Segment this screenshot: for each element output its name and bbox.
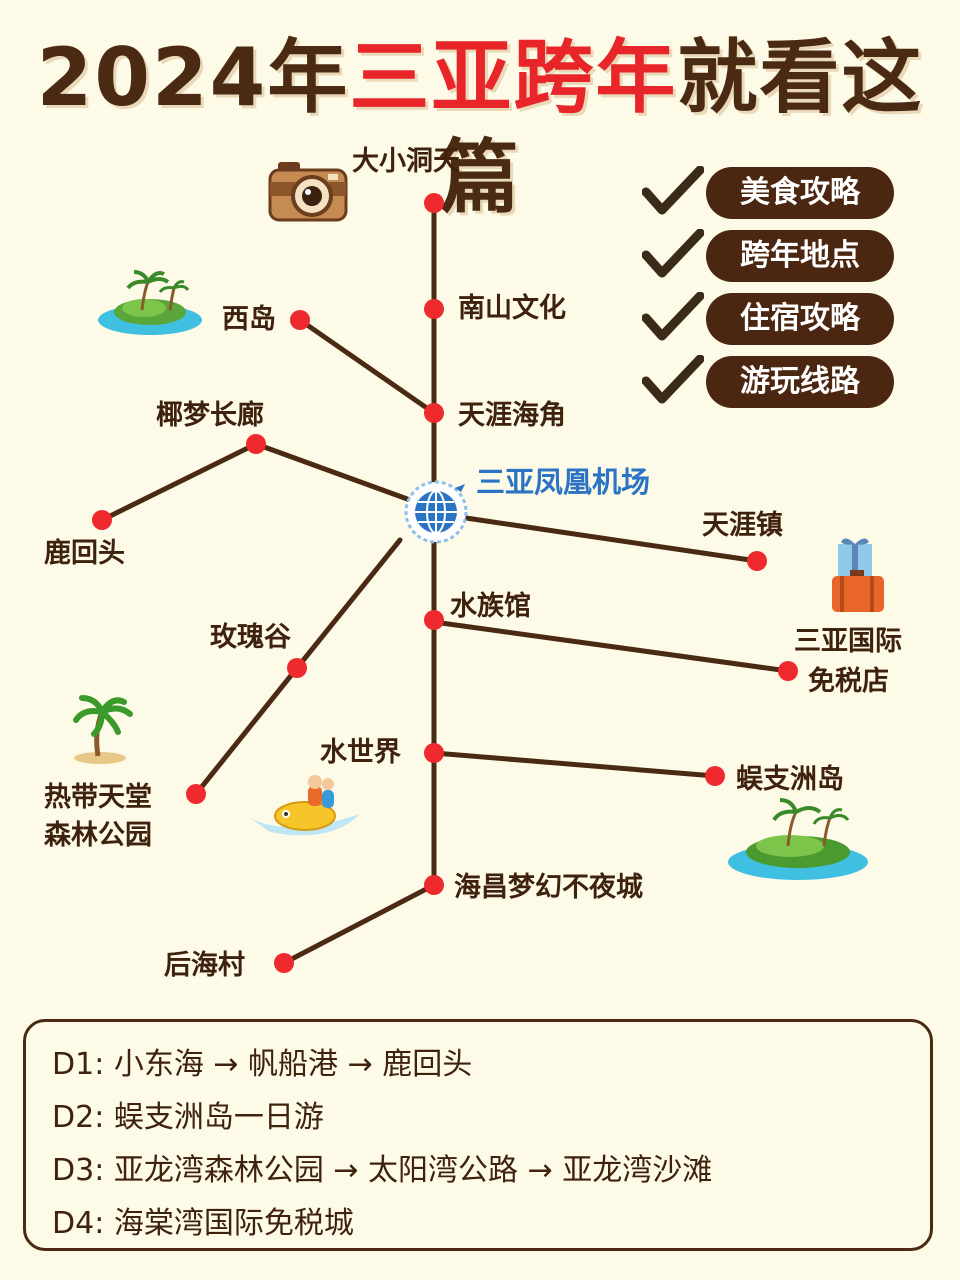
title-suffix: 就看这篇	[439, 31, 924, 224]
itinerary-box: D1: 小东海 → 帆船港 → 鹿回头 D2: 蜈支洲岛一日游 D3: 亚龙湾森…	[23, 1019, 933, 1251]
itinerary-day-3: D3: 亚龙湾森林公园 → 太阳湾公路 → 亚龙湾沙滩	[52, 1153, 713, 1188]
globe-icon	[404, 480, 468, 544]
route-lines	[99, 200, 791, 966]
route-line-luhuitou	[99, 441, 259, 523]
checkmark-icon	[642, 292, 704, 341]
stop-dot-mianshui	[778, 661, 798, 681]
airport-label: 三亚凤凰机场	[476, 465, 651, 499]
route-line-mianshui	[431, 619, 791, 674]
topic-checklist: 美食攻略 跨年地点 住宿攻略 游玩线路	[640, 164, 910, 416]
checklist-item: 游玩线路	[640, 353, 910, 416]
gift-suitcase-icon	[832, 538, 884, 612]
stop-label-shuishijie: 水世界	[320, 737, 401, 768]
route-map	[73, 162, 884, 973]
route-line-rainforest	[193, 665, 300, 797]
checklist-label: 跨年地点	[706, 230, 894, 282]
stop-label-mianshui-1: 三亚国际	[794, 626, 902, 657]
checkmark-icon	[642, 355, 704, 404]
stop-label-shuizuguan: 水族馆	[450, 591, 531, 622]
stop-label-houhaicun: 后海村	[164, 950, 245, 981]
stop-dot-meiguigu	[287, 658, 307, 678]
stop-label-yemeng: 椰梦长廊	[156, 400, 264, 431]
stop-dot-houhaicun	[274, 953, 294, 973]
checklist-label: 游玩线路	[706, 356, 894, 408]
checklist-item: 住宿攻略	[640, 290, 910, 353]
stop-label-tianyahaijiao: 天涯海角	[458, 400, 566, 431]
stop-dot-rainforest	[186, 784, 206, 804]
stop-label-nanshan: 南山文化	[458, 293, 566, 324]
checklist-item: 跨年地点	[640, 227, 910, 290]
title-highlight: 三亚跨年	[349, 31, 678, 124]
route-line-meiguigu	[294, 537, 403, 671]
stop-label-wuzhizhou: 蜈支洲岛	[736, 764, 844, 795]
stop-dot-luhuitou	[92, 510, 112, 530]
stop-dot-yemeng	[246, 434, 266, 454]
stop-label-haichang: 海昌梦幻不夜城	[454, 872, 643, 903]
stop-dot-nanshan	[424, 299, 444, 319]
stop-dot-tianyahaijiao	[424, 403, 444, 423]
stop-dot-shuishijie	[424, 743, 444, 763]
stop-dot-wuzhizhou	[705, 766, 725, 786]
itinerary-day-4: D4: 海棠湾国际免税城	[52, 1206, 354, 1241]
stop-label-tianyazhen: 天涯镇	[702, 510, 783, 541]
stop-dot-haichang	[424, 875, 444, 895]
route-line-tianyazhen	[463, 515, 760, 564]
stop-label-luhuitou: 鹿回头	[44, 538, 125, 569]
stop-label-daxiaodongtian: 大小洞天	[352, 146, 460, 177]
checkmark-icon	[642, 229, 704, 278]
stop-dot-shuizuguan	[424, 610, 444, 630]
route-line-houhaicun	[281, 882, 437, 966]
checklist-label: 住宿攻略	[706, 293, 894, 345]
stop-label-rainforest-1: 热带天堂	[44, 782, 152, 813]
stop-label-mianshui-2: 免税店	[808, 666, 889, 697]
title-prefix: 2024年	[36, 31, 350, 124]
stop-label-meiguigu: 玫瑰谷	[210, 622, 291, 653]
page-title: 2024年三亚跨年就看这篇	[0, 28, 960, 228]
banana-boat-icon	[250, 775, 360, 836]
camera-icon	[268, 162, 348, 222]
checklist-label: 美食攻略	[706, 167, 894, 219]
itinerary-day-2: D2: 蜈支洲岛一日游	[52, 1100, 324, 1135]
route-line-yemeng	[253, 441, 413, 503]
route-line-xidao	[297, 317, 437, 416]
palm-tree-icon	[73, 695, 133, 764]
checkmark-icon	[642, 166, 704, 215]
island-icon	[728, 798, 868, 880]
island-icon	[98, 270, 202, 335]
stop-dot-xidao	[290, 310, 310, 330]
stop-label-xidao: 西岛	[222, 304, 276, 335]
route-line-wuzhizhou	[431, 750, 718, 779]
route-stops	[92, 193, 798, 973]
stop-label-rainforest-2: 森林公园	[44, 820, 152, 851]
stop-dot-daxiaodongtian	[424, 193, 444, 213]
checklist-item: 美食攻略	[640, 164, 910, 227]
stop-dot-tianyazhen	[747, 551, 767, 571]
itinerary-day-1: D1: 小东海 → 帆船港 → 鹿回头	[52, 1047, 473, 1082]
